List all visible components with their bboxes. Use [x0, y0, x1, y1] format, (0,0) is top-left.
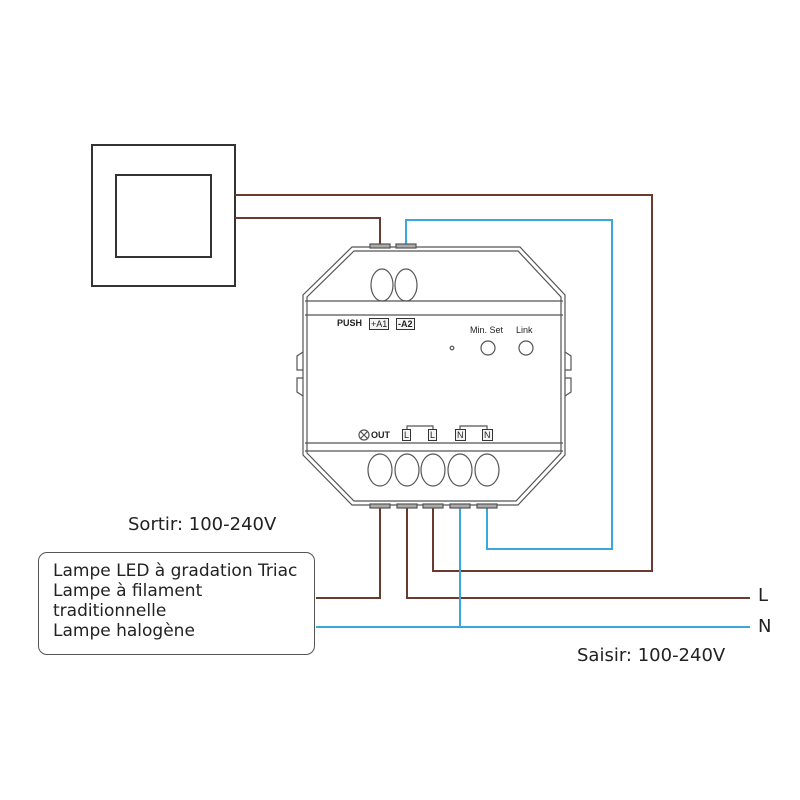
- terminal-l-2: L: [428, 429, 438, 441]
- out-label: OUT: [371, 430, 390, 440]
- lamp-type-filament: Lampe à filament: [53, 581, 203, 601]
- lamp-types-box: Lampe LED à gradation Triac Lampe à fila…: [38, 552, 315, 655]
- link-label: Link: [516, 325, 533, 335]
- a1-terminal-label: +A1: [369, 318, 390, 330]
- terminal-n-2: N: [482, 429, 493, 441]
- push-label: PUSH: [337, 318, 363, 328]
- terminal-l-1: L: [402, 429, 412, 441]
- dimmer-module: [296, 243, 572, 509]
- min-set-label: Min. Set: [470, 325, 504, 335]
- neutral-line-label: N: [758, 616, 772, 637]
- live-line-label: L: [758, 585, 769, 606]
- lamp-type-led: Lampe LED à gradation Triac: [53, 561, 298, 581]
- input-voltage-label: Saisir: 100-240V: [577, 645, 726, 666]
- a2-terminal-label: -A2: [396, 318, 415, 330]
- neutral-wires: [316, 219, 750, 628]
- lamp-type-halogen: Lampe halogène: [53, 621, 195, 641]
- terminal-n-1: N: [455, 429, 466, 441]
- output-voltage-label: Sortir: 100-240V: [128, 514, 277, 535]
- lamp-type-filament-cont: traditionnelle: [53, 601, 167, 621]
- live-wires: [235, 194, 750, 599]
- wall-switch: [91, 144, 236, 287]
